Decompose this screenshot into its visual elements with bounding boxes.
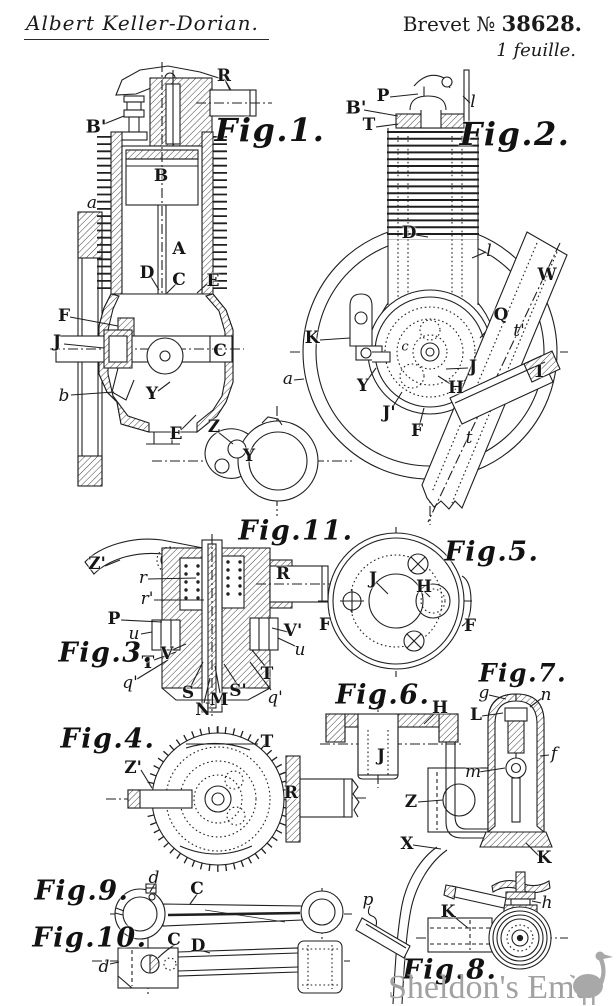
fig1-drawing: [50, 62, 272, 486]
fig2-drawing: [290, 70, 568, 525]
fig10-drawing: [92, 938, 350, 994]
fig8-drawing: [356, 872, 568, 969]
fig5-drawing: [318, 527, 474, 677]
fig4-drawing: [106, 726, 366, 872]
fig3-drawing: [85, 534, 338, 716]
fig9-drawing: [110, 882, 352, 940]
